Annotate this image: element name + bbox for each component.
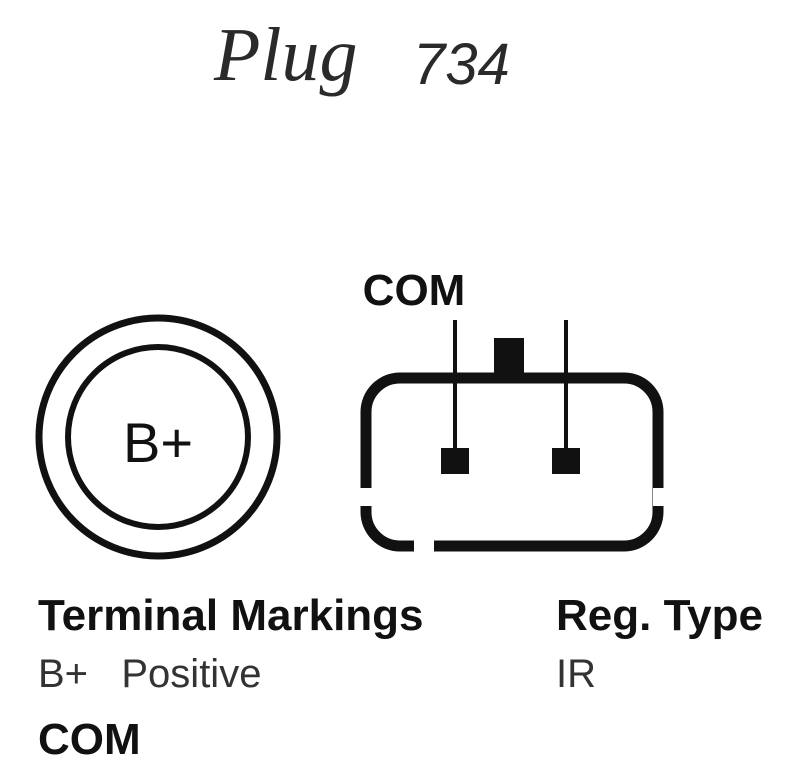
reg-type-heading: Reg. Type xyxy=(556,591,764,640)
reg-type-value: IR xyxy=(556,652,596,696)
terminal-com-label: COM xyxy=(38,715,141,764)
pin-right xyxy=(552,448,580,474)
terminal-outer-ring xyxy=(35,314,281,560)
title-number: 734 xyxy=(413,32,510,97)
plug-diagram: Plug 734 B+ COM xyxy=(35,13,667,560)
pin-left xyxy=(441,448,469,474)
terminal-markings-heading: Terminal Markings xyxy=(38,591,424,640)
housing-notch-left xyxy=(358,488,372,506)
plug-housing xyxy=(360,372,664,552)
housing-notch-right xyxy=(653,488,667,506)
title-word: Plug xyxy=(213,13,358,97)
b-plus-terminal: B+ xyxy=(35,314,281,560)
terminal-item-b-plus: B+ Positive xyxy=(38,652,262,696)
terminal-b-plus-label: B+ xyxy=(123,411,193,474)
housing-notch-bottom xyxy=(414,540,434,554)
com-pin-label: COM xyxy=(363,266,466,315)
terminal-inner-ring xyxy=(65,344,251,530)
plug-connector xyxy=(358,320,667,554)
